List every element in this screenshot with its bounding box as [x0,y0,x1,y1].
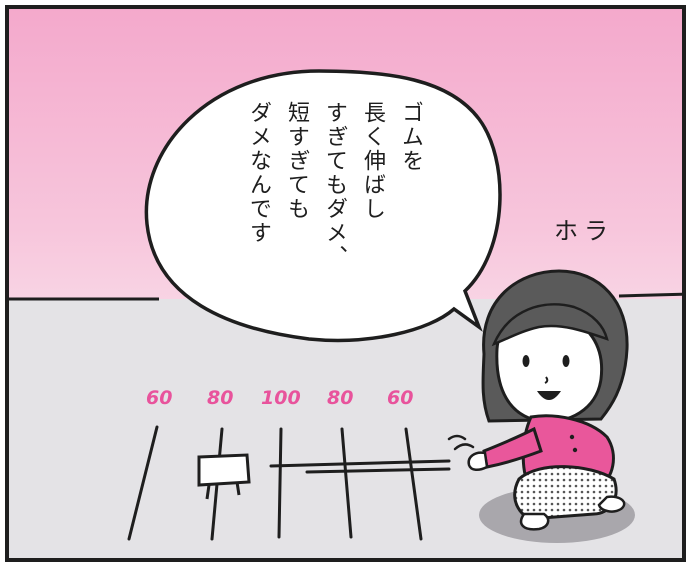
measure-label-4: 80 [327,387,354,409]
speech-line-4: 短すぎても [284,101,309,221]
comic-panel: ゴムを 長く伸ばし すぎてもダメ、 短すぎても ダメなんです ホラ 60 80 … [5,5,686,562]
speech-line-2: 長く伸ばし [360,101,385,221]
sfx-hora: ホラ [554,217,614,245]
motion-marks [447,434,475,451]
cross-line-top [269,459,451,468]
speech-line-1: ゴムを [398,101,423,173]
speech-bubble [144,69,502,343]
speech-line-3: すぎてもダメ、 [322,101,347,269]
line-60-right [404,427,423,541]
floor-lines [127,425,451,541]
measure-label-3: 100 [261,387,301,409]
line-80-right [340,427,353,539]
girl-illustration [467,269,629,531]
speech-text: ゴムを 長く伸ばし すぎてもダメ、 短すぎても ダメなんです [209,101,424,301]
line-60-left [127,425,159,541]
measure-label-5: 60 [387,387,414,409]
speech-line-5: ダメなんです [246,101,271,245]
clip-box [197,453,251,500]
line-100 [277,427,283,539]
cross-line-bottom [305,467,451,474]
measure-label-1: 60 [146,387,173,409]
panel-art [9,69,682,543]
wall-line-right [618,292,682,298]
measure-label-2: 80 [207,387,234,409]
